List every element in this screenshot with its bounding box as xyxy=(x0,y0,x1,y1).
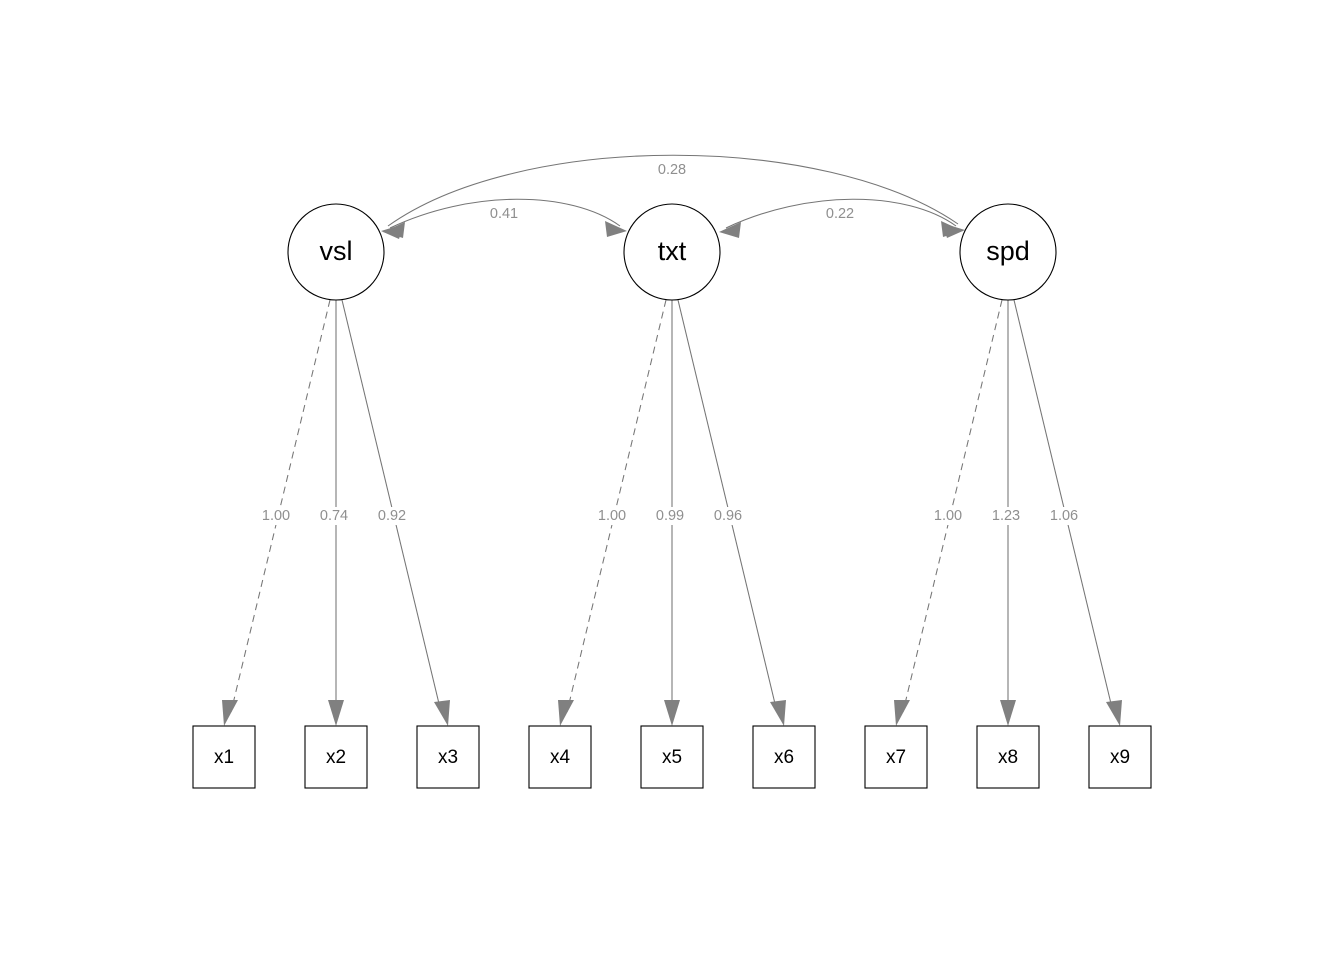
loading-spd-x7-label-bg xyxy=(929,507,967,525)
observed-node-x7-shape xyxy=(864,725,928,789)
covariance-vsl-spd-label: 0.28 xyxy=(658,162,686,178)
loading-vsl-x2-label: 0.74 xyxy=(320,508,348,524)
loading-txt-x5: 0.99 xyxy=(651,300,689,726)
loading-vsl-x3-label-bg xyxy=(373,507,411,525)
covariance-vsl-spd-arrow-right xyxy=(942,223,965,238)
loading-spd-x8-arrow xyxy=(1000,700,1016,726)
loading-vsl-x1: 1.00 xyxy=(222,299,331,726)
loading-vsl-x3-line xyxy=(341,299,442,713)
observed-node-x6[interactable]: x6 xyxy=(752,725,816,789)
observed-node-x8-shape xyxy=(976,725,1040,789)
loading-spd-x9-line xyxy=(1013,299,1114,713)
loading-txt-x6: 0.96 xyxy=(677,299,786,726)
loading-vsl-x1-line xyxy=(230,299,331,713)
observed-nodes: x1 x2 x3 x4 x5 x6 xyxy=(192,725,1152,789)
loading-vsl-x2-label-bg xyxy=(315,507,353,525)
observed-node-x4-label: x4 xyxy=(550,747,571,768)
loading-spd-x7: 1.00 xyxy=(894,299,1003,726)
observed-node-x1-shape xyxy=(192,725,256,789)
observed-node-x8-label: x8 xyxy=(998,747,1018,768)
loading-vsl-x1-label-bg xyxy=(257,507,295,525)
observed-node-x3-label: x3 xyxy=(438,747,458,768)
latent-node-spd-label: spd xyxy=(986,236,1030,266)
loading-spd-x8-label: 1.23 xyxy=(992,508,1020,524)
observed-node-x7[interactable]: x7 xyxy=(864,725,928,789)
observed-node-x5-shape xyxy=(640,725,704,789)
loading-spd-x9-arrow xyxy=(1106,700,1122,726)
covariance-vsl-txt-label-bg xyxy=(486,205,522,223)
latent-node-txt[interactable]: txt xyxy=(623,203,721,301)
observed-node-x1-label: x1 xyxy=(214,747,234,768)
latent-node-spd-shape xyxy=(959,203,1057,301)
loading-txt-x5-arrow xyxy=(664,700,680,726)
loading-vsl-x2: 0.74 xyxy=(315,300,353,726)
loading-txt-x6-arrow xyxy=(770,700,786,726)
loading-txt-x4-arrow xyxy=(558,700,574,726)
latent-node-txt-label: txt xyxy=(658,236,687,266)
observed-node-x5-label: x5 xyxy=(662,747,682,768)
covariance-vsl-txt-path xyxy=(389,198,621,229)
loading-vsl-x1-arrow xyxy=(222,700,238,726)
observed-node-x8[interactable]: x8 xyxy=(976,725,1040,789)
latent-nodes: vsl txt spd xyxy=(287,203,1057,301)
loading-spd-x9: 1.06 xyxy=(1013,299,1122,726)
loading-vsl-x3: 0.92 xyxy=(341,299,450,726)
covariance-txt-spd-arrow-left xyxy=(719,222,741,238)
covariance-vsl-txt-arrow-right xyxy=(605,221,627,237)
observed-node-x9[interactable]: x9 xyxy=(1088,725,1152,789)
covariance-vsl-spd: 0.28 xyxy=(381,154,965,239)
observed-node-x7-label: x7 xyxy=(886,747,906,768)
covariance-txt-spd-label-bg xyxy=(822,205,858,223)
loading-spd-x7-label: 1.00 xyxy=(934,508,962,524)
loading-spd-x7-arrow xyxy=(894,700,910,726)
latent-node-txt-shape xyxy=(623,203,721,301)
loading-txt-x4-label: 1.00 xyxy=(598,508,626,524)
loading-spd-x9-label-bg xyxy=(1045,507,1083,525)
covariance-txt-spd-label: 0.22 xyxy=(826,206,854,222)
loading-spd-x8-label-bg xyxy=(987,507,1025,525)
observed-node-x2-label: x2 xyxy=(326,747,346,768)
latent-node-spd[interactable]: spd xyxy=(959,203,1057,301)
covariance-vsl-txt-label: 0.41 xyxy=(490,206,518,222)
observed-node-x6-shape xyxy=(752,725,816,789)
observed-node-x1[interactable]: x1 xyxy=(192,725,256,789)
observed-node-x4[interactable]: x4 xyxy=(528,725,592,789)
latent-node-vsl-shape xyxy=(287,203,385,301)
loading-spd-x9-label: 1.06 xyxy=(1050,508,1078,524)
loading-txt-x4-label-bg xyxy=(593,507,631,525)
observed-node-x9-shape xyxy=(1088,725,1152,789)
observed-node-x9-label: x9 xyxy=(1110,747,1130,768)
loading-txt-x5-label: 0.99 xyxy=(656,508,684,524)
loading-spd-x8: 1.23 xyxy=(987,300,1025,726)
observed-node-x3[interactable]: x3 xyxy=(416,725,480,789)
loading-txt-x6-label-bg xyxy=(709,507,747,525)
loading-edges: 1.00 0.74 0.92 1.00 xyxy=(222,299,1122,726)
latent-node-vsl-label: vsl xyxy=(320,236,353,266)
covariance-vsl-txt: 0.41 xyxy=(383,198,627,238)
latent-node-vsl[interactable]: vsl xyxy=(287,203,385,301)
covariance-edges: 0.41 0.22 0.28 xyxy=(381,154,965,239)
observed-node-x4-shape xyxy=(528,725,592,789)
covariance-vsl-spd-path xyxy=(387,154,959,227)
loading-txt-x4-line xyxy=(566,299,667,713)
observed-node-x2-shape xyxy=(304,725,368,789)
covariance-vsl-spd-label-bg xyxy=(654,161,690,179)
loading-spd-x7-line xyxy=(902,299,1003,713)
observed-node-x5[interactable]: x5 xyxy=(640,725,704,789)
loading-txt-x4: 1.00 xyxy=(558,299,667,726)
covariance-vsl-spd-arrow-left xyxy=(381,224,404,239)
loading-txt-x5-label-bg xyxy=(651,507,689,525)
loading-vsl-x1-label: 1.00 xyxy=(262,508,290,524)
loading-vsl-x3-arrow xyxy=(434,700,450,726)
loading-txt-x6-label: 0.96 xyxy=(714,508,742,524)
loading-vsl-x3-label: 0.92 xyxy=(378,508,406,524)
loading-txt-x6-line xyxy=(677,299,778,713)
covariance-txt-spd-path xyxy=(725,198,957,229)
observed-node-x6-label: x6 xyxy=(774,747,794,768)
loading-vsl-x2-arrow xyxy=(328,700,344,726)
observed-node-x2[interactable]: x2 xyxy=(304,725,368,789)
observed-node-x3-shape xyxy=(416,725,480,789)
